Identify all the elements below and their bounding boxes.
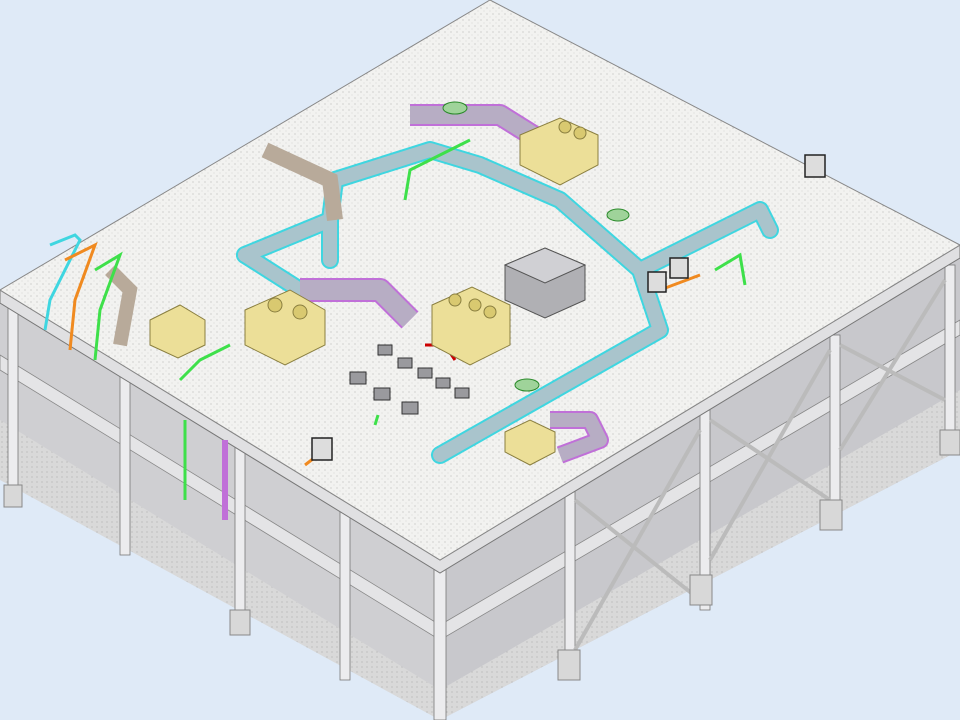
- exhaust-fans: [311, 154, 826, 461]
- lower-floor-left: [0, 420, 440, 720]
- air-handling-unit: [503, 247, 587, 319]
- rooftop-unit: [504, 419, 556, 466]
- rooftop-unit: [149, 304, 206, 359]
- vav-boxes: [349, 344, 470, 415]
- fan-circles: [267, 120, 587, 320]
- cross-bracing: [573, 278, 947, 651]
- roof-slab: [0, 0, 960, 561]
- rooftop-tanks: [442, 101, 630, 392]
- footings: [3, 429, 960, 681]
- columns: [7, 264, 956, 720]
- exhaust-duct: [105, 142, 343, 347]
